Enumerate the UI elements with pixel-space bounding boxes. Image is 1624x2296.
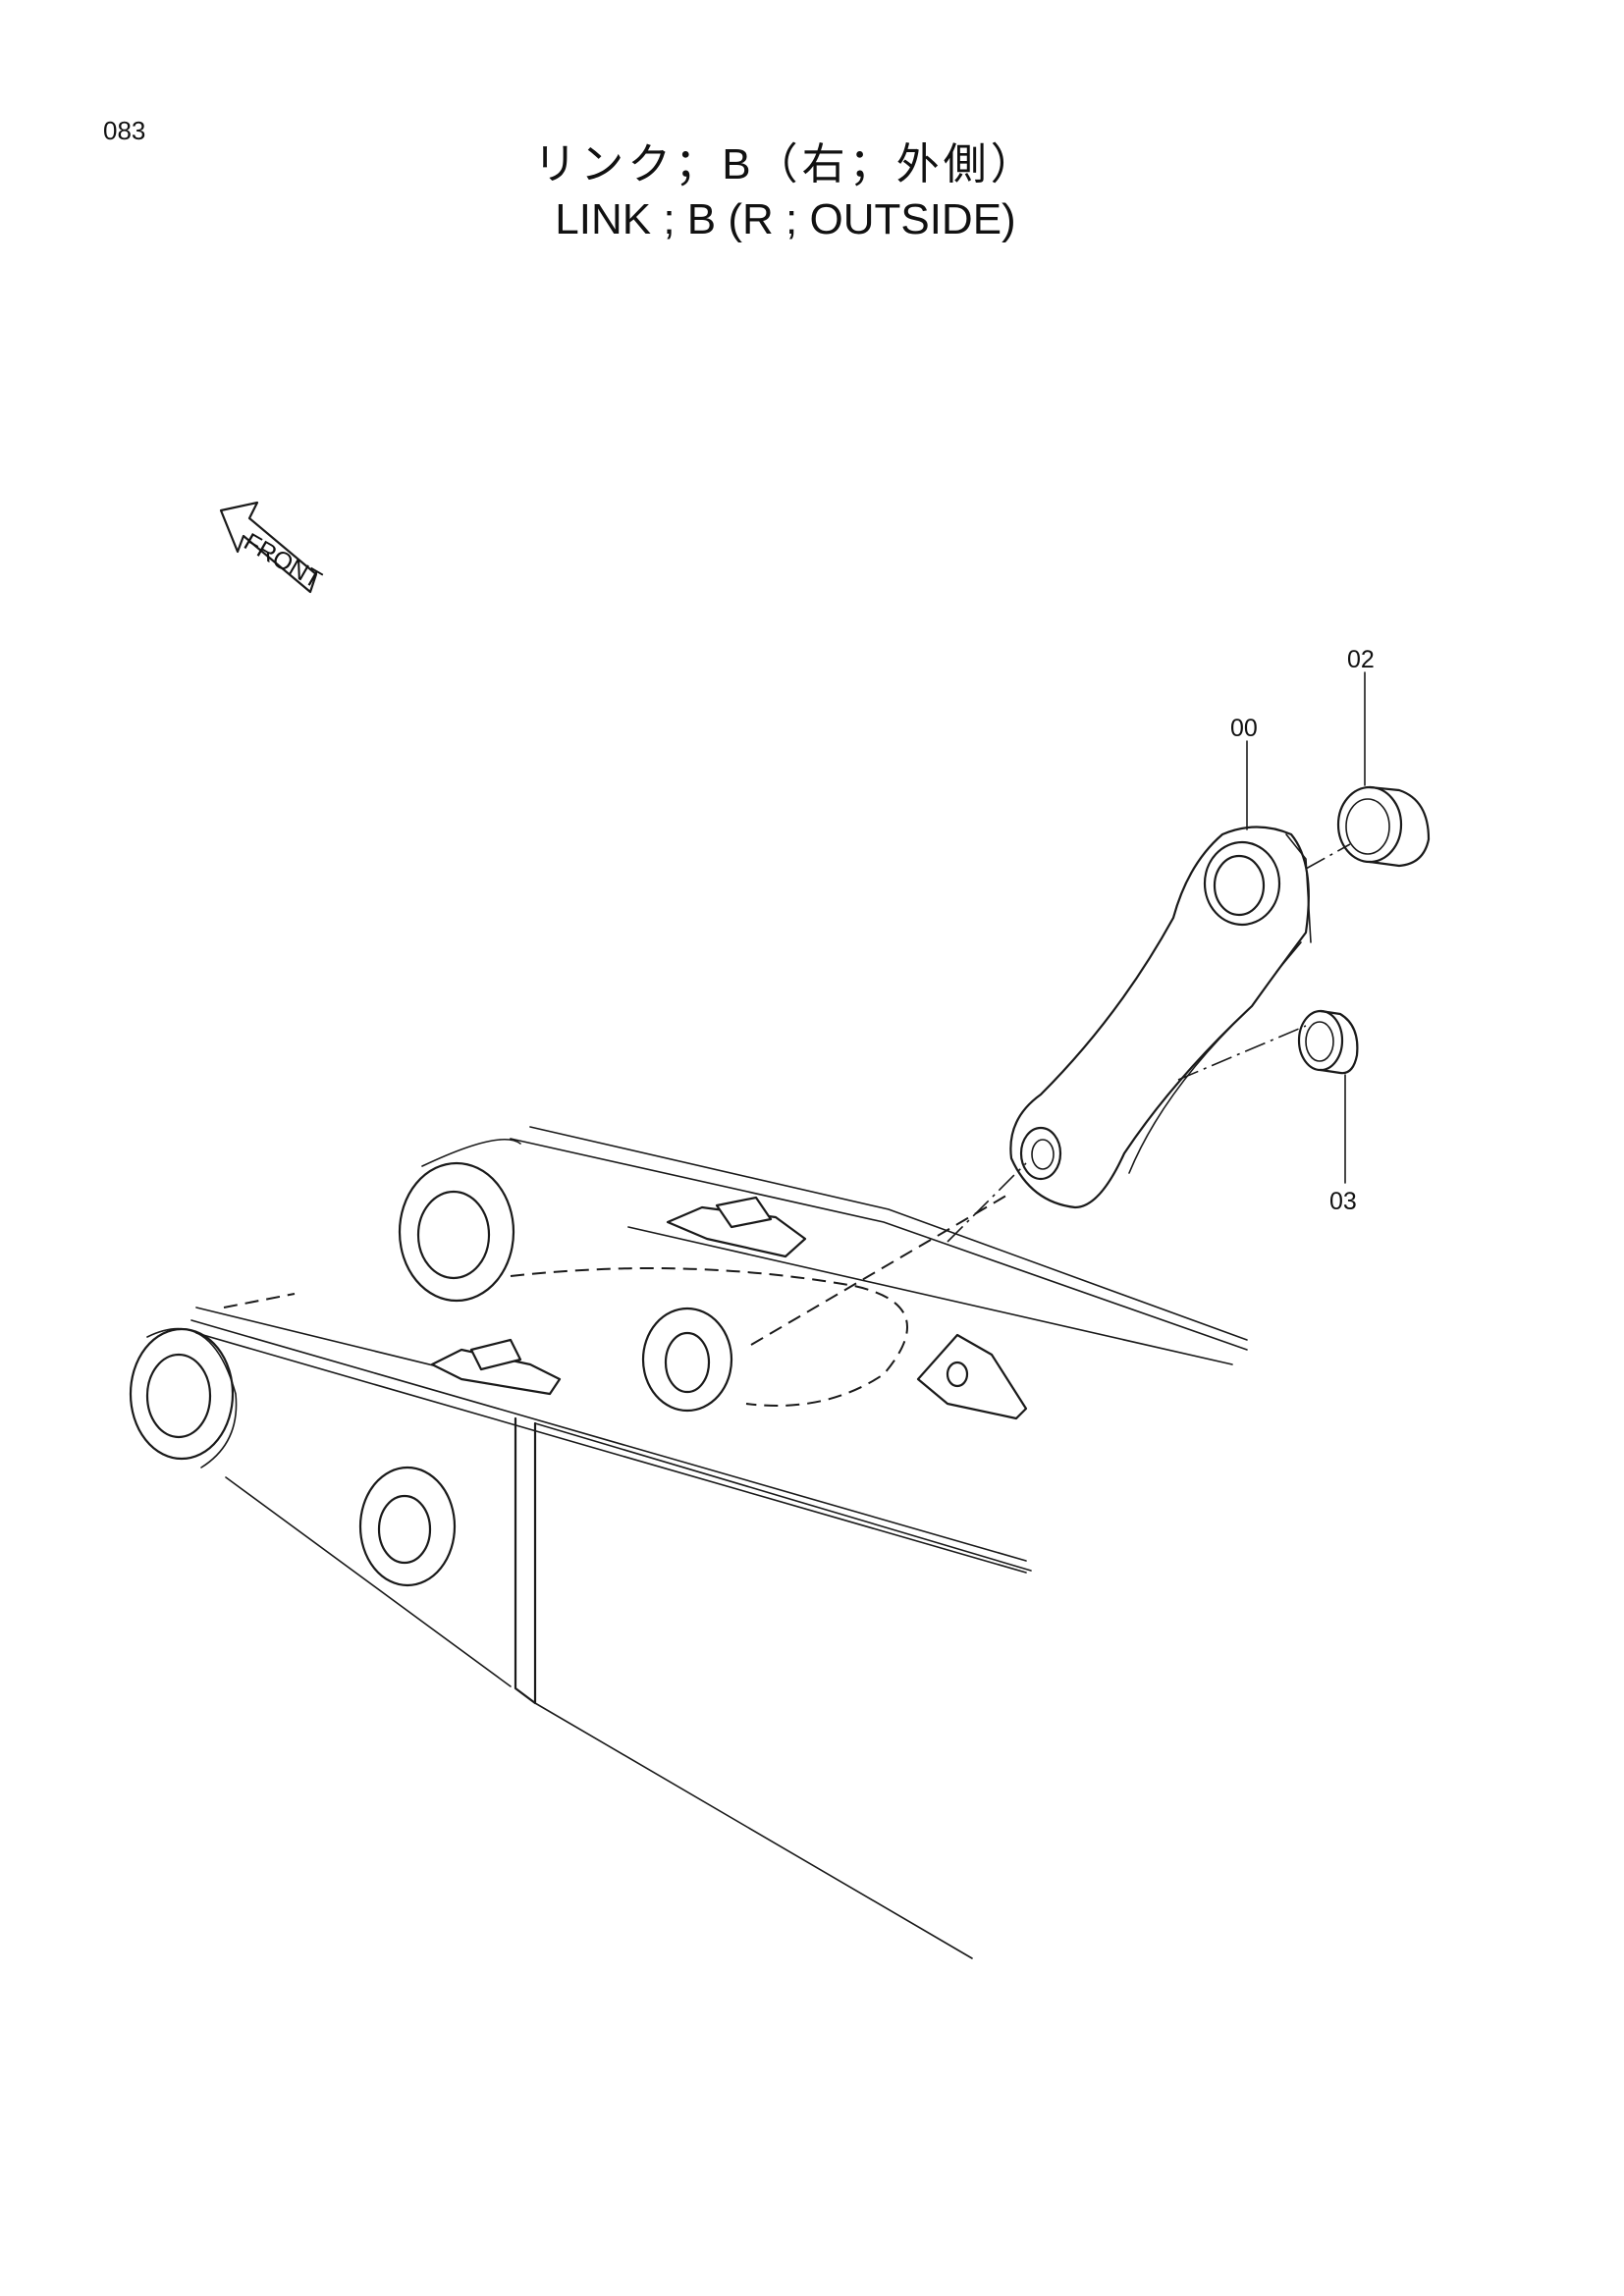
bushing-03: [1297, 1009, 1359, 1075]
boom-upper: [398, 1126, 1248, 1420]
bushing-02: [1336, 785, 1431, 868]
boom-lower: [129, 1293, 1032, 1959]
title-japanese: リンク；B（右；外側）: [533, 140, 1038, 188]
title-english: LINK ; B (R ; OUTSIDE): [555, 195, 1016, 243]
title-block: リンク；B（右；外側） LINK ; B (R ; OUTSIDE): [0, 137, 1571, 247]
front-label: FRONT: [240, 528, 327, 594]
callout-03: 03: [1329, 1188, 1357, 1215]
callout-00: 00: [1230, 715, 1258, 742]
link-b: [1009, 826, 1312, 1209]
front-arrow-icon: FRONT: [219, 501, 327, 594]
callout-02: 02: [1347, 646, 1375, 673]
page-number: 083: [103, 116, 146, 145]
